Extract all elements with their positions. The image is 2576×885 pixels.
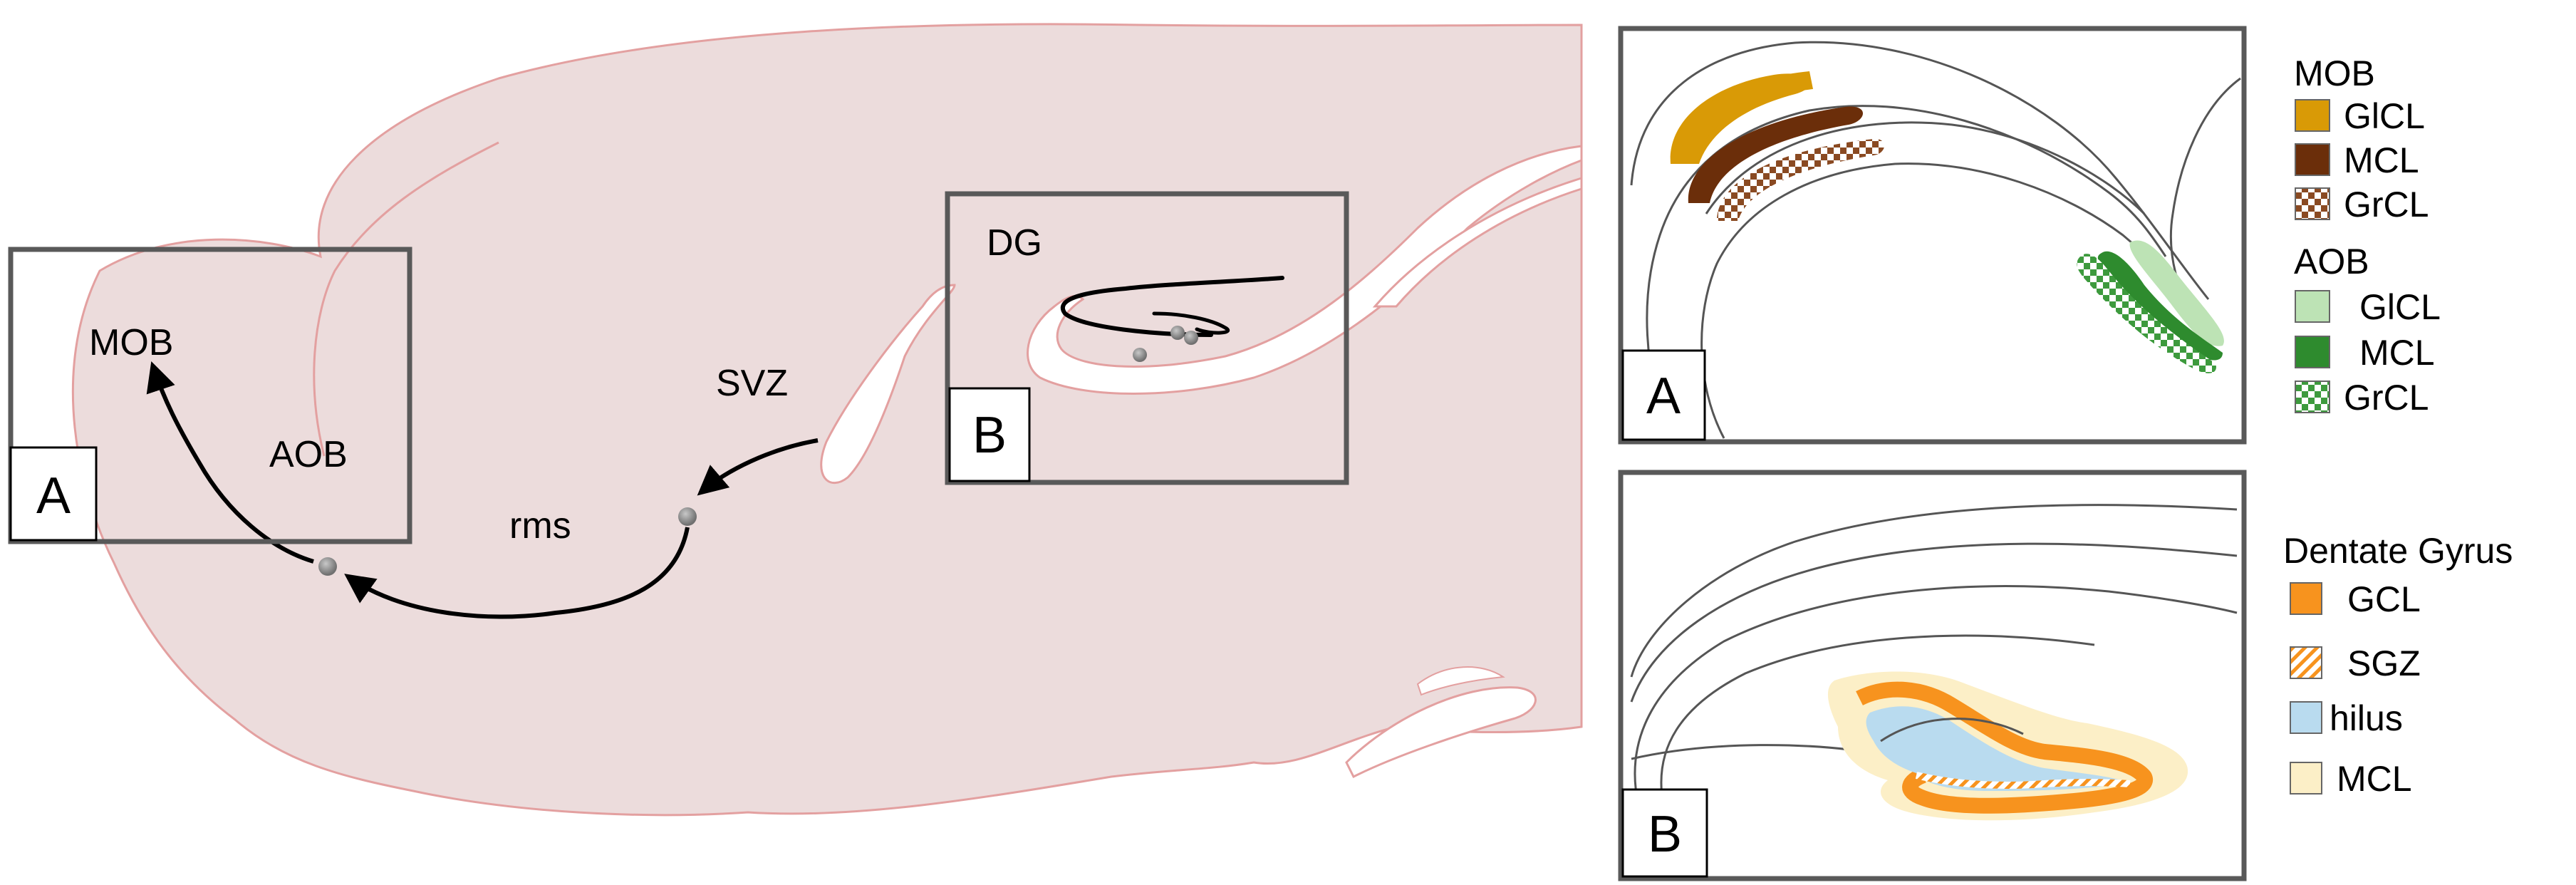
dg-inner-line	[1880, 718, 2024, 742]
arrow-icon	[344, 527, 690, 619]
arrow-icon	[697, 438, 819, 496]
panel-b-tag	[1621, 788, 1708, 878]
label-aob: AOB	[269, 434, 348, 475]
lateral-ventricle	[820, 284, 956, 485]
arrow-icon	[146, 361, 314, 564]
legend-aob-grcl-swatch	[2295, 381, 2330, 413]
aob-glcl-layer	[2129, 240, 2224, 346]
legend-hilus-swatch	[2290, 701, 2322, 734]
legend-mob-grcl-swatch	[2295, 187, 2330, 220]
dg-hilus-region	[1866, 706, 2126, 791]
zoom-box-a-label: A	[36, 467, 71, 524]
legend-aob-mcl-label: MCL	[2359, 333, 2435, 373]
legend-dg-title: Dentate Gyrus	[2283, 531, 2513, 571]
hippo-contour-2	[1630, 542, 2238, 703]
legend-mcl-label: MCL	[2337, 759, 2412, 799]
legend-mob-grcl-label: GrCL	[2344, 185, 2429, 224]
zoom-box-b-tag	[948, 387, 1031, 482]
legend-aob-glcl-label: GlCL	[2359, 287, 2441, 327]
zoom-box-a	[8, 247, 412, 544]
label-dg: DG	[987, 222, 1042, 264]
legend-b: Dentate Gyrus GCL SGZ hilus MCL	[2283, 531, 2513, 799]
legend-a: MOB GlCL MCL GrCL AOB GlCL MCL GrCL	[2294, 53, 2441, 418]
panel-b-tag-label: B	[1648, 806, 1682, 863]
bulb-outer-contour	[1630, 41, 2210, 300]
hippo-contour-4	[1660, 634, 2095, 806]
dg-curve	[1060, 276, 1284, 337]
legend-hilus-label: hilus	[2330, 698, 2403, 738]
dorsal-stripe	[1372, 176, 1583, 308]
cell-dot-icon	[1133, 348, 1147, 362]
hippocampus-void	[1027, 145, 1583, 395]
legend-mob-glcl-label: GlCL	[2344, 96, 2425, 136]
mob-glcl-top	[1674, 71, 1813, 153]
dg-inner-curve	[1152, 311, 1230, 335]
legend-aob-mcl-swatch	[2295, 336, 2330, 368]
ventral-notch	[1416, 666, 1505, 696]
bulb-inner-contour-3	[1705, 121, 2146, 215]
zoom-box-a-tag	[9, 446, 98, 542]
label-mob: MOB	[89, 322, 173, 363]
bulb-inner-contour-1	[1646, 105, 2167, 435]
legend-aob-glcl-swatch	[2295, 290, 2330, 323]
cortex-boundary	[313, 141, 499, 457]
dg-sgz-layer	[1915, 772, 2131, 789]
zoom-box-b	[945, 191, 1349, 485]
cell-dot-icon	[318, 557, 337, 576]
legend-mob-glcl-swatch	[2295, 99, 2330, 132]
zoom-box-b-label: B	[972, 407, 1007, 464]
legend-aob-grcl-label: GrCL	[2344, 378, 2429, 418]
brain-outline	[71, 23, 1583, 817]
aob-grcl-layer	[2077, 254, 2216, 373]
hippo-contour-3	[1634, 585, 2238, 806]
panel-a: A	[1618, 26, 2247, 445]
legend-mcl-swatch	[2290, 762, 2322, 795]
mob-grcl-layer	[1717, 138, 1884, 221]
ventral-void	[1345, 686, 1537, 779]
aob-mcl-layer	[2097, 251, 2223, 361]
hippo-contour-1	[1630, 504, 2238, 678]
panel-a-tag	[1621, 349, 1706, 441]
legend-mob-title: MOB	[2294, 53, 2375, 93]
cell-dot-icon	[678, 507, 697, 526]
legend-gcl-label: GCL	[2347, 579, 2421, 619]
sagittal-brain: MOB AOB SVZ rms DG A B	[8, 23, 1583, 817]
legend-aob-title: AOB	[2294, 242, 2369, 281]
legend-sgz-label: SGZ	[2347, 643, 2421, 683]
dg-gcl-layer	[1856, 681, 2153, 814]
label-svz: SVZ	[716, 363, 788, 404]
mob-mcl-layer	[1688, 106, 1863, 203]
legend-gcl-swatch	[2290, 582, 2322, 615]
cell-dot-icon	[1184, 331, 1198, 345]
panel-a-tag-label: A	[1646, 368, 1681, 425]
legend-sgz-swatch	[2290, 646, 2322, 679]
label-rms: rms	[509, 505, 571, 547]
legend-mob-mcl-swatch	[2295, 143, 2330, 176]
panel-b: B	[1618, 470, 2247, 881]
legend-mob-mcl-label: MCL	[2344, 140, 2419, 180]
cell-dot-icon	[1170, 326, 1185, 340]
